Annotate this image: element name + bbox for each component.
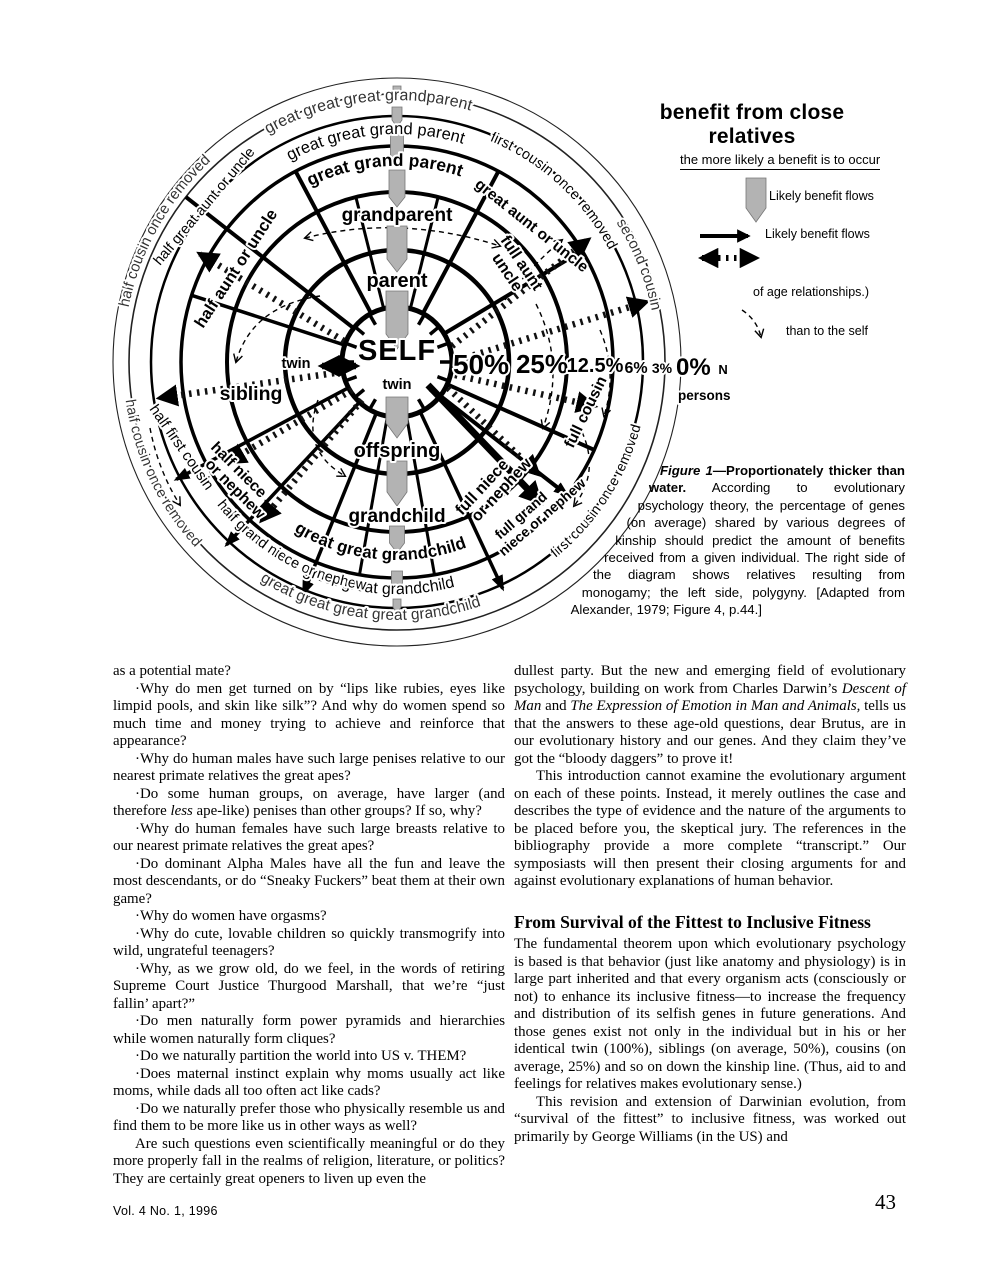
persons-label: persons: [678, 388, 731, 403]
paragraph: The fundamental theorem upon which evolu…: [514, 936, 906, 1092]
legend-subtitle: the more likely a benefit is to occur: [680, 152, 881, 170]
paragraph: ·Do some human groups, on average, have …: [113, 785, 505, 820]
parent-label: parent: [366, 270, 427, 292]
dotted-benefit-arrows: [155, 237, 651, 524]
paragraph: ·Do we naturally prefer those who physic…: [113, 1100, 505, 1135]
paragraph: ·Why do human males have such large peni…: [113, 750, 505, 785]
paragraph: ·Why do women have orgasms?: [135, 908, 327, 924]
paragraph: This introduction cannot examine the evo…: [514, 768, 906, 889]
svg-text:second cousin: second cousin: [613, 216, 665, 312]
percent-3-label: 3%: [652, 360, 673, 376]
kinship-wheel-diagram: SELF parent grandparent offspring grandc…: [112, 77, 767, 647]
figure-caption-title: —Proportionately thicker than water.: [648, 463, 905, 496]
figure-caption-body: According to evolutionary psychology the…: [570, 480, 905, 618]
gray-descent-arrows: [385, 85, 767, 615]
self-label: SELF: [358, 335, 436, 367]
right-column: dullest party. But the new and emerging …: [514, 663, 906, 1146]
offspring-label: offspring: [354, 440, 441, 462]
paragraph: ·Do men naturally form power pyramids an…: [113, 1013, 505, 1047]
paragraph: ·Why do human females have such large br…: [113, 820, 505, 855]
legend-age-note: of age relationships.): [753, 285, 870, 299]
figure-caption-number: Figure 1: [660, 463, 713, 478]
paragraph: ·Does maternal instinct explain why moms…: [113, 1065, 505, 1100]
twin-left-label: twin: [282, 356, 311, 372]
grandparent-label: grandparent: [342, 205, 454, 226]
percent-6-label: 6%: [624, 360, 647, 377]
figure-caption: Figure 1—Proportionately thicker than wa…: [565, 462, 905, 619]
paragraph: dullest party. But the new and emerging …: [514, 663, 907, 767]
second-cousin-label: second cousin: [611, 214, 667, 314]
legend-self-note: than to the self: [786, 324, 869, 338]
page-number: 43: [875, 1190, 896, 1214]
percent-50-label: 50%: [453, 349, 509, 380]
section-heading: From Survival of the Fittest to Inclusiv…: [514, 911, 871, 932]
legend-gray-arrow-label: Likely benefit flows: [769, 189, 874, 203]
percent-0-label: 0% N: [676, 354, 728, 381]
gene-share-percentages: 50% 25% 12.5% 6% 3% 0% N persons: [451, 347, 733, 405]
full-cousin-label: full cousin: [561, 374, 610, 451]
legend-arrow-icons: [697, 229, 765, 339]
dashed-relation-arrows: [149, 227, 612, 508]
twin-bottom-label: twin: [383, 377, 412, 393]
paragraph: as a potential mate?: [113, 663, 231, 679]
legend-solid-arrow-label: Likely benefit flows: [765, 227, 870, 241]
paragraph: ·Do dominant Alpha Males have all the fu…: [113, 855, 505, 907]
legend-title: benefit from close relatives: [659, 101, 845, 148]
issue-label: Vol. 4 No. 1, 1996: [113, 1204, 218, 1218]
percent-12-label: 12.5%: [567, 355, 624, 377]
paragraph: ·Why, as we grow old, do we feel, in the…: [113, 960, 505, 1012]
paragraph: Are such questions even scientifically m…: [113, 1135, 505, 1187]
legend-gray-arrow-icon: [745, 177, 767, 223]
paragraph: ·Do we naturally partition the world int…: [135, 1048, 467, 1064]
paragraph: ·Why do cute, lovable children so quickl…: [113, 925, 505, 960]
grandchild-label: grandchild: [348, 506, 445, 527]
percent-25-label: 25%: [516, 349, 568, 379]
sibling-label: sibling: [220, 383, 283, 405]
paragraph: This revision and extension of Darwinian…: [514, 1093, 906, 1145]
paragraph: ·Why do men get turned on by “lips like …: [113, 680, 505, 750]
left-column: as a potential mate?·Why do men get turn…: [113, 663, 505, 1188]
legend-dashed-arrow-icon: [741, 309, 765, 339]
